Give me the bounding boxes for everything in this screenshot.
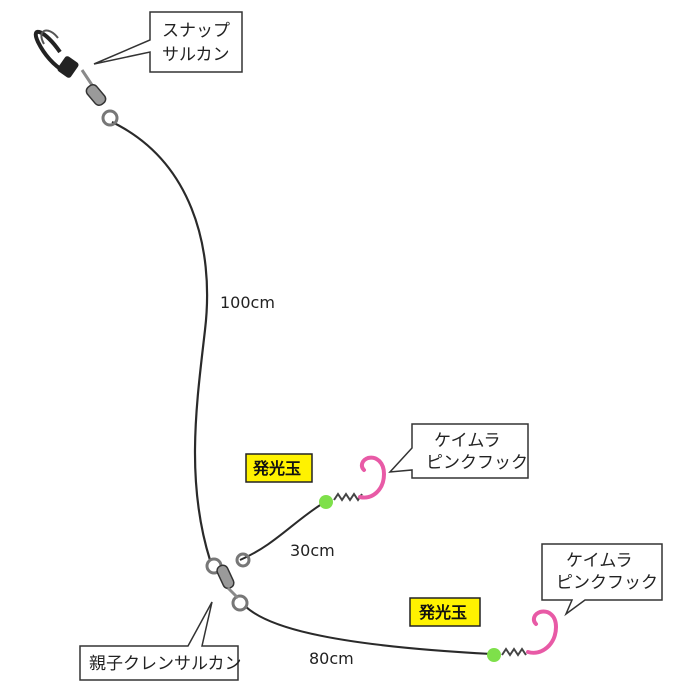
callout-snap-swivel-line2: サルカン	[162, 45, 230, 65]
length-lower-branch: 80cm	[309, 649, 354, 668]
tag-bead-upper: 発光玉	[245, 453, 313, 483]
callout-hook-lower-line2: ピンクフック	[556, 573, 658, 593]
triple-swivel-icon	[205, 552, 251, 612]
callout-triple-swivel: 親子クレンサルカン	[79, 601, 242, 681]
callout-hook-upper: ケイムラ ピンクフック	[388, 423, 529, 479]
snap-swivel-icon	[33, 29, 119, 127]
lower-branch-line	[244, 605, 493, 655]
tag-bead-lower: 発光玉	[409, 597, 481, 627]
lower-spring-icon	[501, 647, 527, 657]
callout-hook-upper-line2: ピンクフック	[426, 453, 528, 473]
lower-glow-bead	[487, 648, 501, 662]
length-upper-branch: 30cm	[290, 541, 335, 560]
tag-bead-lower-text: 発光玉	[418, 603, 467, 622]
upper-hook-icon	[358, 455, 387, 500]
main-line	[111, 121, 212, 561]
callout-triple-swivel-text: 親子クレンサルカン	[89, 654, 242, 674]
upper-glow-bead	[319, 495, 333, 509]
upper-branch-line	[239, 501, 326, 561]
length-main-line: 100cm	[220, 293, 275, 312]
callout-hook-lower: ケイムラ ピンクフック	[541, 543, 663, 617]
tag-bead-upper-text: 発光玉	[252, 459, 301, 478]
callout-snap-swivel: スナップ サルカン	[93, 11, 243, 73]
callout-hook-lower-line1: ケイムラ	[566, 551, 632, 571]
lower-hook-icon	[526, 609, 559, 655]
callout-snap-swivel-line1: スナップ	[162, 21, 230, 41]
callout-hook-upper-line1: ケイムラ	[434, 431, 500, 451]
upper-spring-icon	[333, 492, 363, 502]
